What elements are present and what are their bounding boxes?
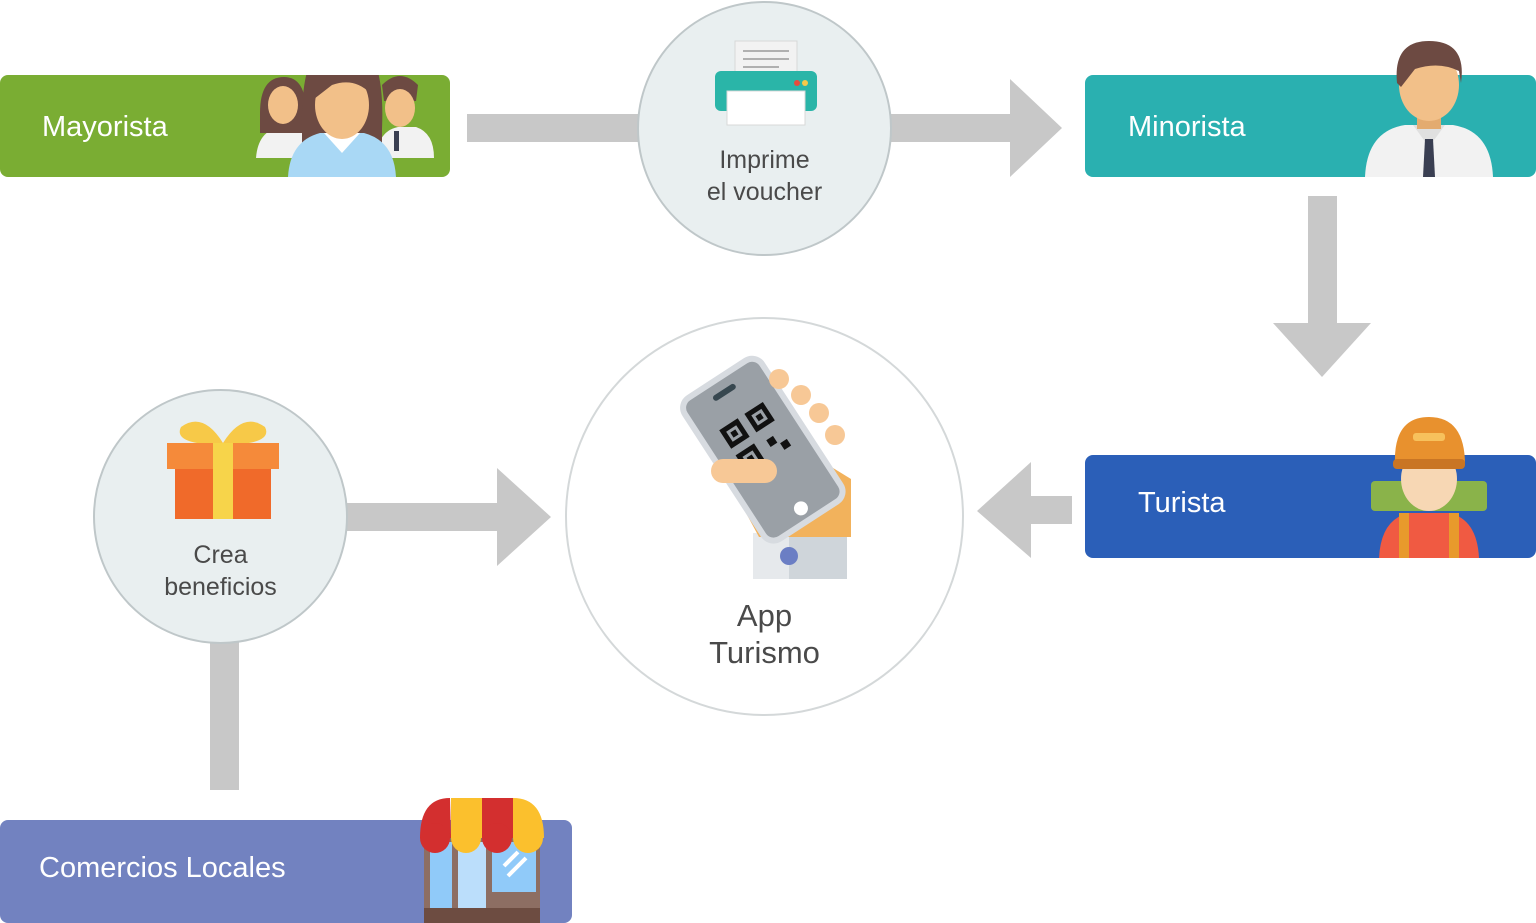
mayorista-label: Mayorista — [42, 111, 168, 143]
storefront-icon — [420, 798, 544, 923]
crea-line2: beneficios — [164, 573, 277, 601]
printer-icon — [715, 40, 817, 126]
crea-beneficios-step: Crea beneficios — [93, 389, 348, 644]
comercios-label: Comercios Locales — [39, 852, 286, 884]
imprime-line1: Imprime — [719, 146, 810, 174]
imprime-line2: el voucher — [706, 178, 823, 206]
imprime-voucher-step: Imprime el voucher — [637, 1, 892, 256]
app-line1: App — [736, 598, 793, 633]
crea-line1: Crea — [193, 541, 248, 569]
gift-icon — [167, 421, 279, 519]
tourist-backpacker-icon — [1371, 417, 1487, 558]
phone-qr-icon — [680, 355, 851, 579]
minorista-label: Minorista — [1128, 111, 1246, 143]
app-turismo-center: App Turismo — [565, 317, 964, 716]
app-line2: Turismo — [709, 635, 820, 670]
businessman-icon — [1365, 41, 1493, 177]
turista-label: Turista — [1138, 487, 1226, 519]
comercios-box: Comercios Locales — [0, 798, 572, 923]
minorista-box: Minorista — [1085, 41, 1536, 177]
mayorista-box: Mayorista — [0, 75, 450, 177]
group-people-icon — [256, 75, 434, 177]
turista-box: Turista — [1085, 417, 1536, 558]
